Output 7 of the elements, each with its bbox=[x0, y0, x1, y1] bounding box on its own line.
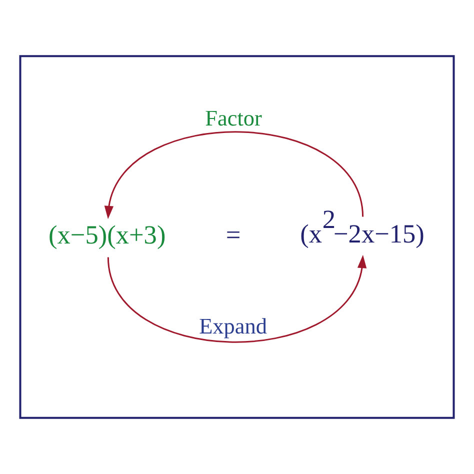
edge-label: Expand bbox=[199, 314, 267, 339]
label: = bbox=[226, 220, 241, 250]
arrow bbox=[107, 254, 367, 343]
arrow bbox=[104, 131, 364, 220]
node-text: (x−5)(x+3) bbox=[48, 220, 166, 250]
cluster bbox=[19, 55, 455, 419]
edge-label: Factor bbox=[205, 105, 262, 130]
